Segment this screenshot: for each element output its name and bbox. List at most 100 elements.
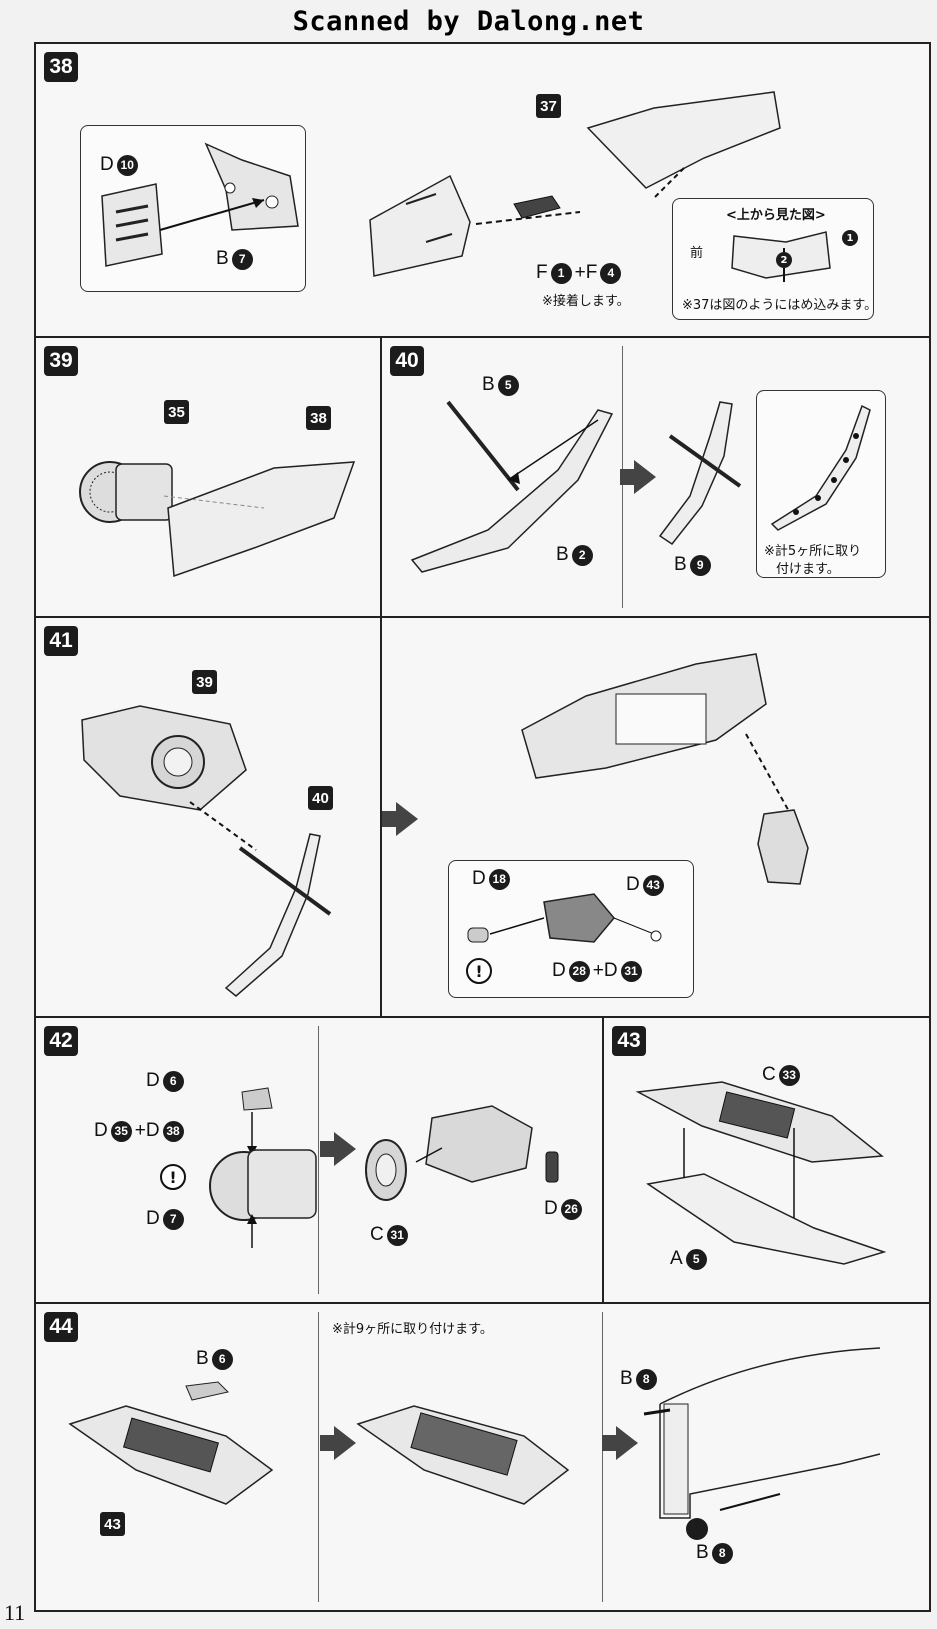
step-number: 43 (612, 1026, 646, 1056)
label-letter: A (670, 1248, 683, 1269)
part-number-badge: 7 (162, 1208, 184, 1230)
sub-divider (318, 1026, 319, 1294)
label-letter: B (696, 1542, 709, 1563)
part-number-badge: 6 (211, 1348, 233, 1370)
b7-part-drawing (204, 142, 299, 231)
plus-sign: +F (574, 262, 598, 283)
f-joint-drawing (513, 195, 561, 219)
step-number: 39 (44, 346, 78, 376)
peg-count-note: ※計9ヶ所に取り付けます。 (332, 1322, 493, 1337)
top-view-title: <上から見た図> (726, 208, 826, 223)
label-d43: D 43 (626, 874, 664, 896)
forearm-plate-drawing (369, 174, 471, 277)
label-d7: D 7 (146, 1208, 184, 1230)
rail-joint-result-drawing (658, 401, 742, 546)
part-number-badge: 28 (568, 960, 590, 982)
hand-parts-drawing (467, 893, 662, 943)
b6-peg-drawing (185, 1381, 229, 1401)
part-number-badge: 1 (550, 262, 572, 284)
next-arrow (320, 1426, 356, 1460)
divider (602, 1018, 604, 1302)
label-letter: D (146, 1208, 160, 1229)
label-letter: D (100, 154, 114, 175)
completed-forearm-drawing (521, 653, 797, 825)
part-number-badge: 18 (488, 868, 510, 890)
part-number-badge: 38 (162, 1120, 184, 1142)
base-plate-drawing (68, 1405, 274, 1505)
label-letter: D (146, 1070, 160, 1091)
part-number-badge: 35 (110, 1120, 132, 1142)
lower-plate-drawing (646, 1128, 887, 1265)
step-37-callout: 37 (536, 94, 561, 118)
label-letter: B (216, 248, 229, 269)
label-d6: D 6 (146, 1070, 184, 1092)
step-42-panel: 42 D 6 D 35 +D 38 ! D (36, 1018, 602, 1302)
plate-with-pegs-drawing (356, 1405, 570, 1505)
wheel-unit-drawing (79, 461, 173, 523)
label-letter: B (620, 1368, 633, 1389)
label-b7: B 7 (216, 248, 253, 270)
assembly-arrow (159, 198, 265, 231)
step-38-callout: 38 (306, 406, 331, 430)
step-number: 41 (44, 626, 78, 656)
claw-rail-drawing (410, 400, 614, 573)
part-number-badge: 43 (642, 874, 664, 896)
caution-icon: ! (466, 958, 492, 984)
part-number-badge: 9 (689, 554, 711, 576)
step-40-callout: 40 (308, 786, 333, 810)
plus-sign: +D (592, 960, 618, 981)
forearm-assembly-drawing (81, 705, 247, 811)
part-number-badge: 31 (386, 1224, 408, 1246)
label-c33: C 33 (762, 1064, 800, 1086)
d26-peg-drawing (545, 1151, 559, 1183)
label-d35-d38: D 35 +D 38 (94, 1120, 184, 1142)
part-number-badge: 6 (162, 1070, 184, 1092)
label-d26: D 26 (544, 1198, 582, 1220)
part-number-badge: 4 (600, 262, 622, 284)
step-43-panel: 43 C 33 A 5 (604, 1018, 929, 1302)
step-38-panel: 38 D 10 B 7 (36, 44, 929, 338)
label-b8-bottom: B 8 (696, 1542, 733, 1564)
claw-detail-drawing (770, 404, 871, 531)
label-f1-f4: F 1 +F 4 (536, 262, 622, 284)
label-d28-d31: D 28 +D 31 (552, 960, 642, 982)
claw-count-note-line1: ※計5ヶ所に取り (764, 544, 862, 559)
scanner-watermark: Scanned by Dalong.net (292, 6, 645, 37)
step-39-callout: 39 (192, 670, 217, 694)
claw-rail-drawing (224, 833, 332, 997)
next-arrow (320, 1132, 356, 1166)
arm-plate-drawing (163, 461, 356, 578)
part-number-badge: 31 (620, 960, 642, 982)
next-arrow (382, 802, 418, 836)
label-letter: D (544, 1198, 558, 1219)
direction-1-badge: 1 (842, 230, 858, 246)
sub-divider (602, 1312, 603, 1602)
part-number-badge: 7 (231, 248, 253, 270)
label-letter: D (552, 960, 566, 981)
label-letter: B (482, 374, 495, 395)
part-number-badge: 5 (685, 1248, 707, 1270)
step-41-panel: 41 39 40 D 18 D 43 (36, 618, 929, 1018)
label-b5: B 5 (482, 374, 519, 396)
page-number: 11 (4, 1600, 26, 1625)
d10-part-drawing (101, 183, 163, 267)
label-b6: B 6 (196, 1348, 233, 1370)
step-39-panel: 39 35 38 (36, 338, 380, 616)
label-letter: D (626, 874, 640, 895)
part-number-badge: 8 (711, 1542, 733, 1564)
label-b9: B 9 (674, 554, 711, 576)
side-view-drawing (643, 1347, 881, 1519)
caution-icon: ! (160, 1164, 186, 1190)
label-c31: C 31 (370, 1224, 408, 1246)
step-number: 44 (44, 1312, 78, 1342)
label-letter: F (536, 262, 548, 283)
direction-2-badge: 2 (776, 252, 792, 268)
gear-disc-drawing (365, 1139, 407, 1201)
step-43-callout: 43 (100, 1512, 125, 1536)
hand-unit-drawing (757, 809, 809, 885)
label-d18: D 18 (472, 868, 510, 890)
row-39-40: 39 35 38 40 B 5 (36, 338, 929, 618)
plus-sign: +D (134, 1120, 160, 1141)
glue-note: ※接着します。 (542, 294, 630, 309)
part-number-badge: 8 (635, 1368, 657, 1390)
